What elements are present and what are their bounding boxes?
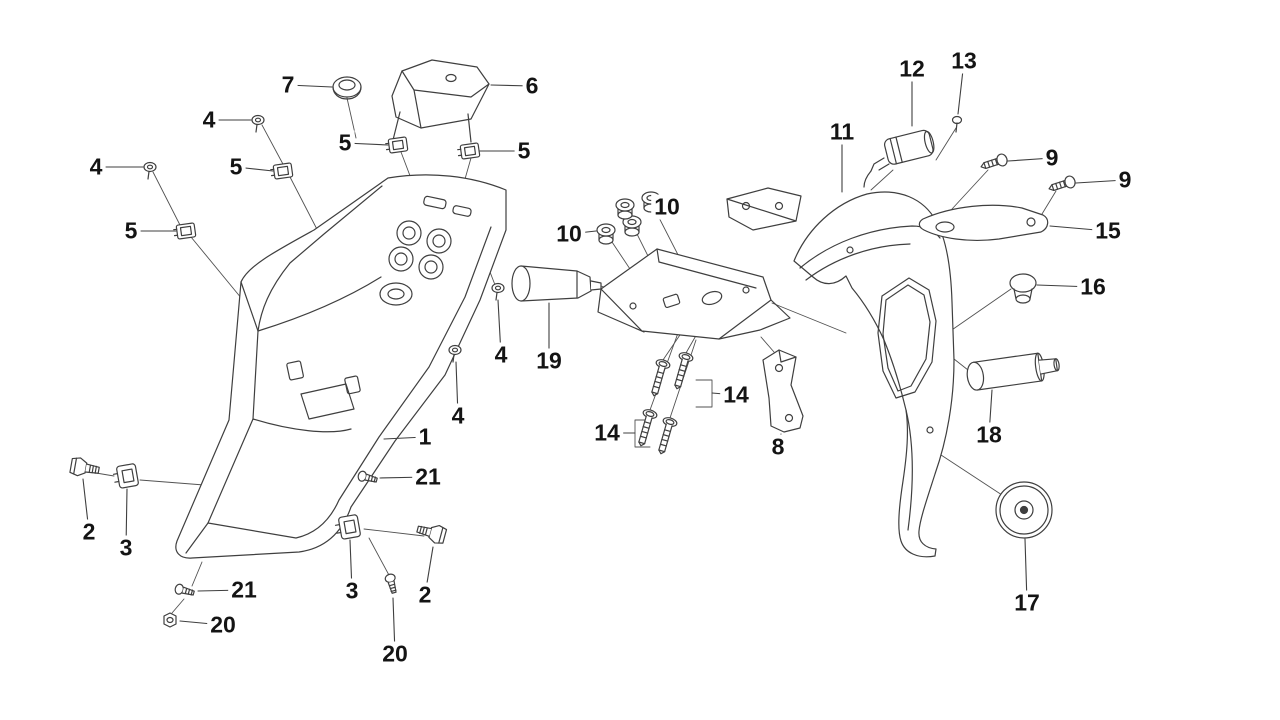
- leader-line-9: [1007, 157, 1053, 162]
- leader-line-18: [988, 389, 993, 436]
- leader-line-8: [777, 433, 782, 448]
- part-20-screw: [383, 572, 400, 595]
- part-11-rear-fender: [793, 191, 955, 558]
- part-3-clip-nut: [111, 462, 140, 490]
- part-2-bolt: [68, 455, 101, 480]
- leader-line-20: [179, 620, 224, 626]
- leader-line-10: [658, 200, 668, 208]
- part-10-grommet: [596, 223, 616, 245]
- leader-line-16: [1036, 284, 1094, 288]
- leader-line-9: [1075, 179, 1126, 184]
- leader-line-3: [349, 539, 353, 592]
- part-5-clip-nut: [269, 162, 294, 181]
- part-15-support-arm: [918, 204, 1049, 241]
- part-14-bolt: [653, 415, 679, 457]
- leader-line-17: [1024, 538, 1028, 604]
- part-2-bolt: [414, 519, 448, 546]
- leader-line-3: [125, 488, 128, 549]
- part-10-grommet: [641, 191, 661, 213]
- part-18-barrel: [966, 352, 1060, 391]
- leader-line-14: [711, 392, 737, 396]
- leader-line-6: [490, 84, 533, 87]
- part-5-clip-nut: [172, 222, 197, 241]
- leader-line-10: [568, 230, 597, 235]
- part-17-reflector-disc: [995, 481, 1053, 539]
- part-7-cap-grommet: [332, 76, 362, 100]
- part-9-screw: [978, 152, 1010, 174]
- part-20-nut: [163, 612, 177, 628]
- part-4-screw: [251, 114, 265, 133]
- leader-line-15: [1049, 225, 1109, 232]
- part-6-upper-bracket: [391, 59, 490, 143]
- part-14-bolt: [669, 350, 695, 392]
- part-14-bolt: [633, 407, 659, 449]
- part-9-screw: [1046, 174, 1078, 196]
- leader-line-5: [344, 142, 389, 146]
- part-5-clip-nut: [456, 142, 481, 161]
- leader-line-4: [497, 299, 502, 356]
- part-4-screw: [491, 282, 505, 301]
- fender-front-bracket: [726, 187, 802, 231]
- part-10-grommet: [615, 198, 635, 220]
- leader-line-2: [424, 546, 434, 596]
- part-4-screw: [143, 161, 157, 180]
- leader-line-7: [287, 84, 333, 88]
- leader-line-20: [392, 597, 396, 655]
- part-19-cylinder: [511, 265, 602, 302]
- center-mounting-plate: [597, 248, 791, 340]
- leader-line-5: [235, 166, 274, 172]
- part-1-inner-fender-panel: [175, 174, 507, 559]
- part-8-support-bracket: [762, 349, 804, 433]
- leader-line-21: [379, 476, 429, 479]
- leader-line-21: [197, 589, 245, 592]
- part-5-clip-nut: [384, 136, 409, 155]
- part-16-rubber-plug: [1009, 273, 1037, 304]
- leader-line-4: [455, 361, 459, 417]
- part-13-screw: [951, 115, 963, 133]
- part-14-bolt: [646, 357, 672, 399]
- leader-line-2: [82, 478, 90, 533]
- leader-line-13: [957, 60, 965, 115]
- part-12-flasher-relay: [863, 129, 935, 188]
